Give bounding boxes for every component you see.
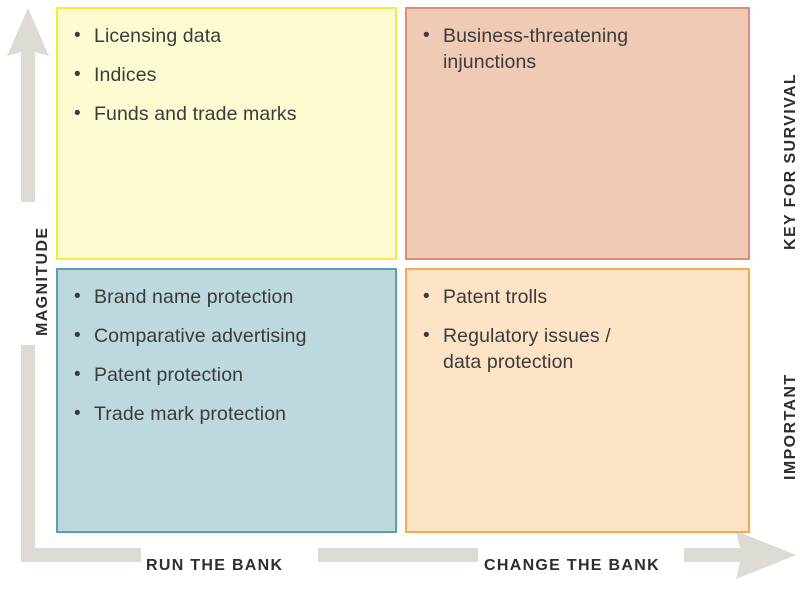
list-item-label: Indices <box>94 64 157 86</box>
list-item: • Brand name protection <box>74 284 383 310</box>
horizontal-axis-shaft-2 <box>318 548 478 562</box>
list-item: • Indices <box>74 62 383 88</box>
vertical-axis-arrowhead <box>7 8 49 60</box>
quadrant-bottom-right: • Patent trolls • Regulatory issues / da… <box>405 268 750 533</box>
vertical-axis-shaft-upper <box>21 52 35 202</box>
row-label-key-for-survival: KEY FOR SURVIVAL <box>782 72 799 250</box>
list-item: • Regulatory issues / data protection <box>423 323 736 375</box>
bullet-icon: • <box>74 403 81 424</box>
bullet-icon: • <box>74 64 81 85</box>
horizontal-axis-arrowhead <box>732 531 796 579</box>
list-item-label: Licensing data <box>94 25 222 47</box>
list-item-label: Patent protection <box>94 364 244 386</box>
list-item: • Trade mark protection <box>74 401 383 427</box>
vertical-axis-label: MAGNITUDE <box>34 226 51 336</box>
bullet-icon: • <box>74 286 81 307</box>
list-item-label: Trade mark protection <box>94 403 287 425</box>
list-item: • Licensing data <box>74 23 383 49</box>
row-label-important: IMPORTANT <box>782 373 799 480</box>
list-item-label: Funds and trade marks <box>94 103 297 125</box>
horizontal-axis-shaft-3 <box>684 548 736 562</box>
bullet-icon: • <box>423 286 430 307</box>
horizontal-axis-shaft-1 <box>21 548 141 562</box>
vertical-axis-shaft-lower <box>21 345 35 562</box>
list-item-label: Business-threatening injunctions <box>443 25 629 73</box>
list-item: • Comparative advertising <box>74 323 383 349</box>
bullet-icon: • <box>74 364 81 385</box>
bullet-icon: • <box>423 25 430 46</box>
quadrant-top-right-content: • Business-threatening injunctions <box>407 9 748 85</box>
list-item-label: Regulatory issues / data protection <box>443 325 611 373</box>
list-item: • Business-threatening injunctions <box>423 23 736 75</box>
quadrant-bottom-right-content: • Patent trolls • Regulatory issues / da… <box>407 270 748 385</box>
bullet-icon: • <box>74 103 81 124</box>
quadrant-top-right: • Business-threatening injunctions <box>405 7 750 260</box>
list-item: • Patent trolls <box>423 284 736 310</box>
horizontal-axis-label-run-the-bank: RUN THE BANK <box>146 557 284 574</box>
quadrant-top-left: • Licensing data • Indices • Funds and t… <box>56 7 397 260</box>
list-item: • Funds and trade marks <box>74 101 383 127</box>
quadrant-bottom-left-content: • Brand name protection • Comparative ad… <box>58 270 395 437</box>
quadrant-top-left-content: • Licensing data • Indices • Funds and t… <box>58 9 395 137</box>
bullet-icon: • <box>74 25 81 46</box>
list-item-label: Comparative advertising <box>94 325 307 347</box>
bullet-icon: • <box>74 325 81 346</box>
list-item-label: Patent trolls <box>443 286 548 308</box>
list-item-label: Brand name protection <box>94 286 294 308</box>
horizontal-axis-label-change-the-bank: CHANGE THE BANK <box>484 557 660 574</box>
quadrant-bottom-left: • Brand name protection • Comparative ad… <box>56 268 397 533</box>
bullet-icon: • <box>423 325 430 346</box>
list-item: • Patent protection <box>74 362 383 388</box>
